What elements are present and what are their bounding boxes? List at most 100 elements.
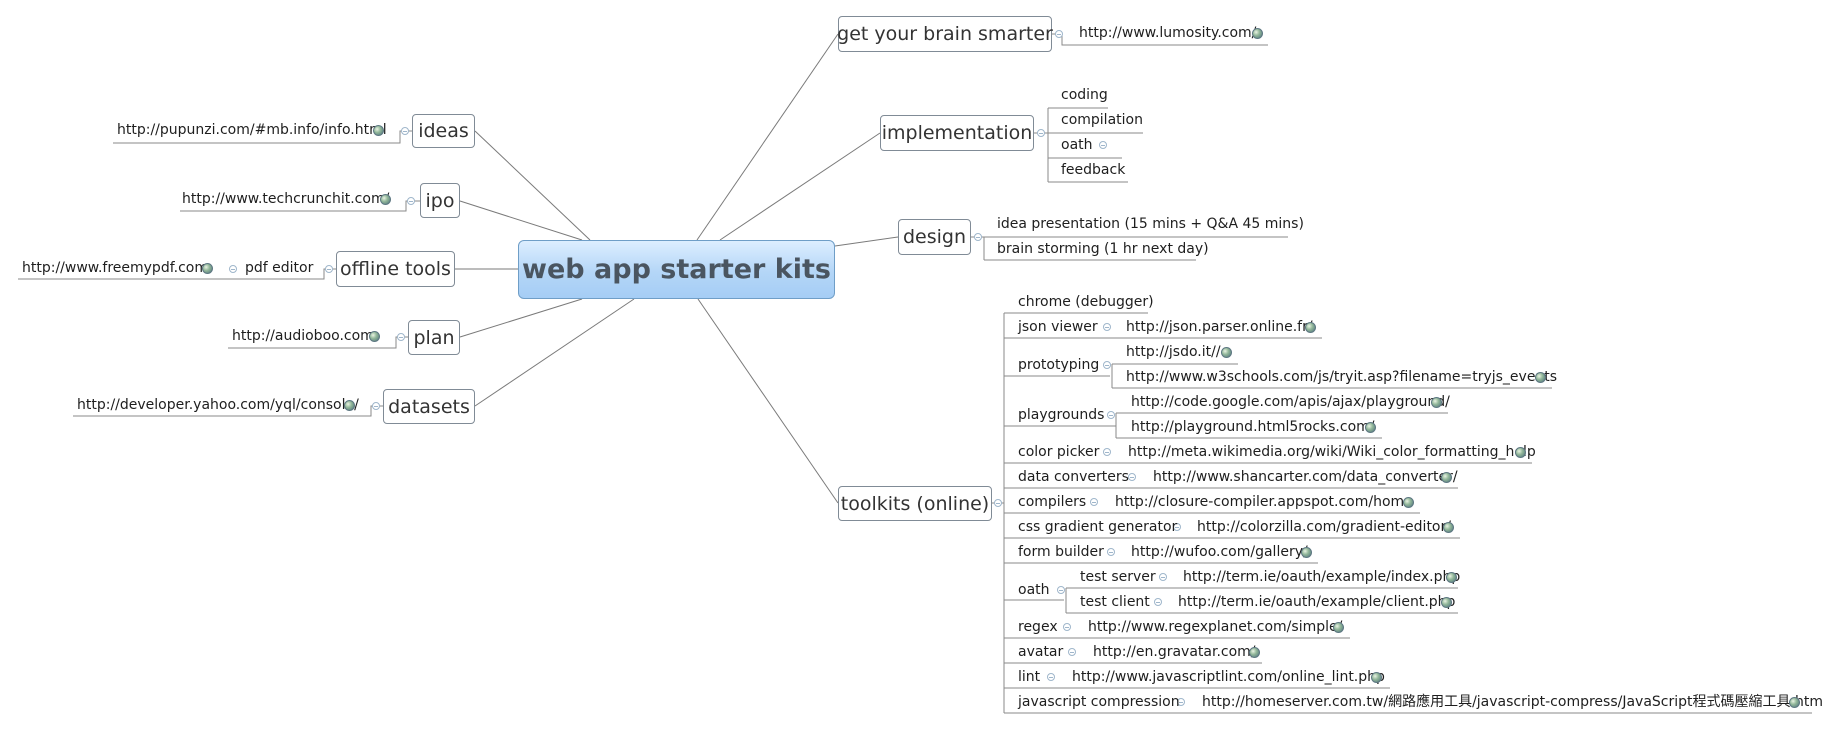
collapse-icon[interactable] (1159, 573, 1167, 581)
topic-implementation[interactable]: implementation (880, 115, 1034, 151)
collapse-icon[interactable] (229, 265, 237, 273)
link-yql-console[interactable]: http://developer.yahoo.com/yql/console/ (77, 397, 359, 413)
subtopic-idea-presentation[interactable]: idea presentation (15 mins + Q&A 45 mins… (997, 216, 1304, 232)
topic-offline-tools[interactable]: offline tools (336, 251, 455, 287)
link-ideas[interactable]: http://pupunzi.com/#mb.info/info.html (117, 122, 387, 138)
link-audioboo[interactable]: http://audioboo.com (232, 328, 374, 344)
collapse-icon[interactable] (994, 499, 1002, 507)
collapse-icon[interactable] (1057, 586, 1065, 594)
subtopic-color-picker[interactable]: color picker (1018, 444, 1100, 460)
subtopic-javascript-compression[interactable]: javascript compression (1018, 694, 1180, 710)
subtopic-data-converters[interactable]: data converters (1018, 469, 1129, 485)
globe-link-icon[interactable] (1252, 28, 1263, 39)
collapse-icon[interactable] (1103, 323, 1111, 331)
link-shancarter-data-converter[interactable]: http://www.shancarter.com/data_converter… (1153, 469, 1458, 485)
link-google-ajax-playground[interactable]: http://code.google.com/apis/ajax/playgro… (1131, 394, 1450, 410)
subtopic-regex[interactable]: regex (1018, 619, 1058, 635)
subtopic-oath[interactable]: oath (1061, 137, 1093, 153)
subtopic-avatar[interactable]: avatar (1018, 644, 1064, 660)
subtopic-test-client[interactable]: test client (1080, 594, 1150, 610)
subtopic-oath[interactable]: oath (1018, 582, 1050, 598)
globe-link-icon[interactable] (1431, 397, 1442, 408)
topic-plan[interactable]: plan (408, 320, 460, 355)
collapse-icon[interactable] (1055, 30, 1063, 38)
subtopic-chrome-debugger[interactable]: chrome (debugger) (1018, 294, 1154, 310)
topic-ipo[interactable]: ipo (420, 183, 460, 218)
link-lumosity[interactable]: http://www.lumosity.com/ (1079, 25, 1257, 41)
link-gravatar[interactable]: http://en.gravatar.com/ (1093, 644, 1256, 660)
collapse-icon[interactable] (1107, 548, 1115, 556)
globe-link-icon[interactable] (1535, 372, 1546, 383)
globe-link-icon[interactable] (1333, 622, 1344, 633)
globe-link-icon[interactable] (1371, 672, 1382, 683)
collapse-icon[interactable] (1047, 673, 1055, 681)
globe-link-icon[interactable] (1305, 322, 1316, 333)
globe-link-icon[interactable] (1789, 697, 1800, 708)
subtopic-json-viewer[interactable]: json viewer (1018, 319, 1098, 335)
link-html5rocks-playground[interactable]: http://playground.html5rocks.com/ (1131, 419, 1375, 435)
subtopic-playgrounds[interactable]: playgrounds (1018, 407, 1105, 423)
collapse-icon[interactable] (1103, 448, 1111, 456)
collapse-icon[interactable] (974, 233, 982, 241)
subtopic-coding[interactable]: coding (1061, 87, 1108, 103)
collapse-icon[interactable] (1154, 598, 1162, 606)
globe-link-icon[interactable] (1365, 422, 1376, 433)
topic-design[interactable]: design (898, 219, 971, 255)
collapse-icon[interactable] (372, 402, 380, 410)
topic-get-your-brain-smarter[interactable]: get your brain smarter (837, 16, 1053, 52)
subtopic-brain-storming[interactable]: brain storming (1 hr next day) (997, 241, 1209, 257)
globe-link-icon[interactable] (1403, 497, 1414, 508)
globe-link-icon[interactable] (1441, 597, 1452, 608)
collapse-icon[interactable] (1068, 648, 1076, 656)
subtopic-form-builder[interactable]: form builder (1018, 544, 1104, 560)
collapse-icon[interactable] (1099, 141, 1107, 149)
link-wiki-color-formatting[interactable]: http://meta.wikimedia.org/wiki/Wiki_colo… (1128, 444, 1536, 460)
collapse-icon[interactable] (1037, 129, 1045, 137)
collapse-icon[interactable] (397, 333, 405, 341)
globe-link-icon[interactable] (1249, 647, 1260, 658)
collapse-icon[interactable] (407, 197, 415, 205)
subtopic-compilers[interactable]: compilers (1018, 494, 1087, 510)
collapse-icon[interactable] (325, 265, 333, 273)
central-topic[interactable]: web app starter kits (518, 240, 835, 299)
globe-link-icon[interactable] (1443, 522, 1454, 533)
globe-link-icon[interactable] (380, 194, 391, 205)
link-wufoo-gallery[interactable]: http://wufoo.com/gallery/ (1131, 544, 1308, 560)
collapse-icon[interactable] (1090, 498, 1098, 506)
collapse-icon[interactable] (1128, 473, 1136, 481)
globe-link-icon[interactable] (1515, 447, 1526, 458)
link-json-parser[interactable]: http://json.parser.online.fr/ (1126, 319, 1313, 335)
link-term-ie-client[interactable]: http://term.ie/oauth/example/client.php (1178, 594, 1456, 610)
link-ipo[interactable]: http://www.techcrunchit.com/ (182, 191, 390, 207)
globe-link-icon[interactable] (202, 263, 213, 274)
globe-link-icon[interactable] (1301, 547, 1312, 558)
globe-link-icon[interactable] (369, 331, 380, 342)
collapse-icon[interactable] (1107, 411, 1115, 419)
link-w3schools-tryit[interactable]: http://www.w3schools.com/js/tryit.asp?fi… (1126, 369, 1558, 385)
globe-link-icon[interactable] (1441, 472, 1452, 483)
collapse-icon[interactable] (1103, 361, 1111, 369)
collapse-icon[interactable] (401, 127, 409, 135)
subtopic-lint[interactable]: lint (1018, 669, 1041, 685)
link-colorzilla-gradient-editor[interactable]: http://colorzilla.com/gradient-editor/ (1197, 519, 1451, 535)
subtopic-test-server[interactable]: test server (1080, 569, 1156, 585)
subtopic-feedback[interactable]: feedback (1061, 162, 1126, 178)
collapse-icon[interactable] (1063, 623, 1071, 631)
link-term-ie-index[interactable]: http://term.ie/oauth/example/index.php (1183, 569, 1461, 585)
globe-link-icon[interactable] (1446, 572, 1457, 583)
globe-link-icon[interactable] (1221, 347, 1232, 358)
globe-link-icon[interactable] (344, 400, 355, 411)
topic-datasets[interactable]: datasets (383, 389, 475, 424)
globe-link-icon[interactable] (373, 125, 384, 136)
subtopic-prototyping[interactable]: prototyping (1018, 357, 1100, 373)
link-javascriptlint[interactable]: http://www.javascriptlint.com/online_lin… (1072, 669, 1385, 685)
link-jsdo[interactable]: http://jsdo.it// (1126, 344, 1221, 360)
subtopic-pdf-editor[interactable]: pdf editor (245, 260, 314, 276)
topic-toolkits-online[interactable]: toolkits (online) (838, 486, 992, 521)
link-regexplanet[interactable]: http://www.regexplanet.com/simple/ (1088, 619, 1343, 635)
topic-ideas[interactable]: ideas (412, 114, 475, 148)
link-closure-compiler[interactable]: http://closure-compiler.appspot.com/home (1115, 494, 1413, 510)
link-homeserver-js-compress[interactable]: http://homeserver.com.tw/網路應用工具/javascri… (1202, 694, 1822, 710)
subtopic-css-gradient-generator[interactable]: css gradient generator (1018, 519, 1178, 535)
link-freemypdf[interactable]: http://www.freemypdf.com (22, 260, 208, 276)
